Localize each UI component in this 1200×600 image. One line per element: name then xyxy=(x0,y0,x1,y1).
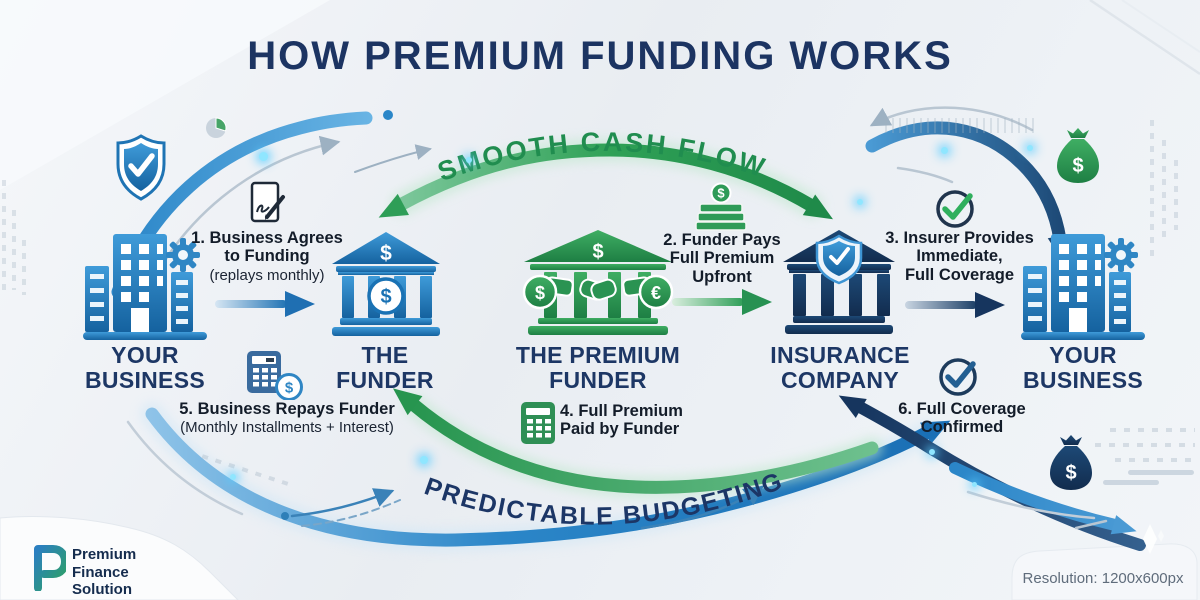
step-2: 2. Funder Pays Full Premium Upfront xyxy=(647,231,797,286)
step-3-title: 3. Insurer Provides Immediate, Full Cove… xyxy=(885,229,1034,284)
dollar-sign: $ xyxy=(380,242,392,265)
glow-dot xyxy=(929,449,935,455)
step-4-title: 4. Full Premium Paid by Funder xyxy=(560,402,683,439)
glow-dot xyxy=(941,147,948,154)
dollar-sign: $ xyxy=(1065,462,1076,484)
pie-chart-icon xyxy=(206,117,227,138)
glow-dot xyxy=(259,152,268,161)
bar-decoration xyxy=(1103,480,1159,485)
tick-decoration xyxy=(22,240,26,295)
flow-arcs xyxy=(111,106,1146,553)
dollar-sign: $ xyxy=(535,283,545,303)
gear-icon xyxy=(1104,238,1138,272)
tick-decoration xyxy=(1150,120,1154,260)
gear-icon xyxy=(166,238,200,272)
dollar-sign: $ xyxy=(717,186,725,201)
money-stack-icon: $ xyxy=(695,182,747,231)
logo-wordmark: Premium Finance Solution xyxy=(72,546,137,599)
arrow-right-blue xyxy=(215,291,315,317)
entity-label-your-business-right: YOUR BUSINESS xyxy=(1023,342,1143,393)
tick-decoration xyxy=(2,180,6,290)
tick-decoration xyxy=(1110,428,1195,432)
step-2-title: 2. Funder Pays Full Premium Upfront xyxy=(663,231,781,286)
sparkle-icon xyxy=(1143,524,1164,554)
calculator-dollar-icon: $ xyxy=(247,351,303,400)
buildings-gear-icon xyxy=(83,234,207,340)
glow-dot xyxy=(466,157,472,163)
tick-decoration xyxy=(1115,458,1195,462)
tick-decoration xyxy=(12,210,16,290)
tick-decoration xyxy=(885,118,1035,133)
step-4: 4. Full Premium Paid by Funder xyxy=(560,402,710,439)
entity-label-premium-funder: THE PREMIUM FUNDER xyxy=(515,342,681,393)
shield-check-icon xyxy=(116,134,166,201)
buildings-gear-icon xyxy=(1021,234,1145,340)
calculator-green-icon xyxy=(521,402,555,444)
glow-dot xyxy=(1027,145,1033,151)
tick-decoration xyxy=(1095,443,1195,447)
signature-document-icon xyxy=(250,181,285,223)
step-3: 3. Insurer Provides Immediate, Full Cove… xyxy=(872,229,1047,284)
step-1: 1. Business Agrees to Funding (replays m… xyxy=(187,229,347,284)
entity-label-the-funder: THE FUNDER xyxy=(336,342,434,393)
glow-dot xyxy=(857,199,863,205)
glow-dot xyxy=(230,474,236,480)
entity-label-insurance-company: INSURANCE COMPANY xyxy=(770,342,910,393)
check-circle-green-icon xyxy=(936,190,974,228)
dollar-sign: $ xyxy=(380,286,391,308)
shield-check-icon xyxy=(815,234,863,285)
bank-handshake-icon: $ $ € xyxy=(522,230,674,335)
bar-decoration xyxy=(1128,470,1194,475)
money-bag-navy-icon: $ xyxy=(1050,435,1092,490)
tick-decoration xyxy=(1162,140,1166,240)
step-1-note: (replays monthly) xyxy=(209,266,325,284)
step-5-note: (Monthly Installments + Interest) xyxy=(180,419,394,437)
step-6-title: 6. Full Coverage Confirmed xyxy=(898,400,1026,437)
logo-p-icon xyxy=(34,545,66,591)
dollar-sign: $ xyxy=(1072,155,1083,177)
arrow-right-navy xyxy=(905,292,1005,318)
arrow-right-green xyxy=(672,289,772,315)
step-5-title: 5. Business Repays Funder xyxy=(179,400,395,418)
dollar-sign: $ xyxy=(285,380,294,397)
check-circle-navy-icon xyxy=(939,358,977,396)
money-bag-green-icon: $ xyxy=(1057,128,1099,183)
entity-label-your-business-left: YOUR BUSINESS xyxy=(85,342,205,393)
step-5: 5. Business Repays Funder (Monthly Insta… xyxy=(157,400,417,436)
euro-sign: € xyxy=(651,283,661,303)
dollar-sign: $ xyxy=(592,241,603,263)
bank-shield-icon xyxy=(783,230,895,334)
glow-dot xyxy=(420,456,428,464)
step-1-title: 1. Business Agrees to Funding xyxy=(191,229,343,266)
bank-dollar-icon: $ $ xyxy=(332,232,440,336)
arc-dot xyxy=(281,512,289,520)
resolution-label: Resolution: 1200x600px xyxy=(1022,570,1184,587)
glow-dot xyxy=(972,482,977,487)
page-title: HOW PREMIUM FUNDING WORKS xyxy=(247,34,953,78)
handshake-icon xyxy=(545,276,651,301)
step-6: 6. Full Coverage Confirmed xyxy=(887,400,1037,437)
tick-decoration xyxy=(1174,160,1178,230)
